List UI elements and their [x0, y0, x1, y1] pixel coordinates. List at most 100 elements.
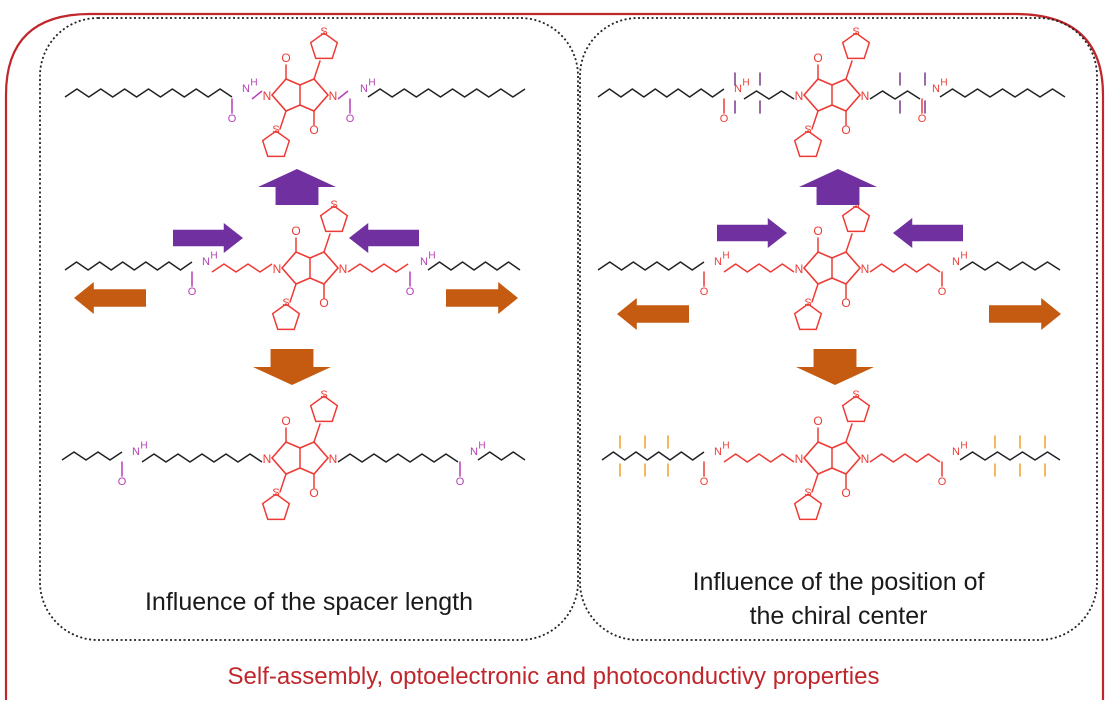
left-molecule-bottom-core-thiophene-bottom-sulfur: S — [272, 487, 279, 499]
left-molecule-bottom-core-thienyl-bond-1 — [313, 423, 321, 443]
right-molecule-bottom-tail-left-bonds — [601, 451, 705, 461]
right-molecule-bottom-spacer-right — [869, 453, 941, 463]
left-molecule-top-core-thienyl-bond-2 — [279, 110, 287, 130]
right-molecule-middle-core-rings — [802, 251, 862, 285]
right-molecule-middle-core-thiophene-bottom-ring — [793, 303, 823, 331]
right-molecule-bottom-amide-right-oxygen: O — [938, 476, 947, 488]
left-molecule-bottom-tail-left-bonds — [61, 451, 123, 461]
right-molecule-middle-spacer-left — [723, 263, 795, 273]
left-molecule-middle-core-thiophene-top: S — [319, 199, 349, 233]
right-molecule-top-core-thiophene-bottom: S — [793, 124, 823, 158]
footer-caption: Self-assembly, optoelectronic and photoc… — [227, 663, 880, 690]
left-molecule-bottom-tail-left — [61, 451, 123, 461]
right-molecule-bottom-core-oxygen-2: O — [841, 486, 850, 500]
right-molecule-top-amide-left-oxygen: O — [720, 113, 729, 125]
right-molecule-top-core-thienyl-bond-1 — [845, 60, 853, 80]
left-molecule-middle-core-thiophene-top-ring — [319, 205, 349, 233]
right-molecule-top-core-thienyl-bond-2 — [811, 110, 819, 130]
left-molecule-middle-core-rings — [280, 251, 340, 285]
left-arrow-left-inward — [349, 223, 419, 253]
right-molecule-bottom-amide-left-nitrogen: N — [714, 446, 722, 458]
left-molecule-bottom-core-nitrogen-2: N — [329, 452, 338, 466]
left-molecule-middle-spacer-right — [347, 263, 409, 273]
right-molecule-top-tail-left-bonds — [597, 88, 725, 98]
left-molecule-middle-core-nitrogen-1: N — [273, 262, 282, 276]
right-molecule-middle-spacer-left-bonds — [723, 263, 795, 273]
left-molecule-top-core-thiophene-bottom-sulfur: S — [272, 124, 279, 136]
right-molecule-middle-tail-left — [597, 261, 705, 271]
right-molecule-middle-tail-right — [959, 261, 1061, 271]
left-molecule-top-amide-left-nitrogen: N — [242, 83, 250, 95]
right-arrow-left-inward — [893, 218, 963, 248]
right-molecule-bottom-core-thiophene-bottom-ring — [793, 493, 823, 521]
outer-frame — [4, 12, 1105, 700]
right-molecule-bottom-amide-left-oxygen: O — [700, 476, 709, 488]
left-molecule-top-spacer-right — [337, 90, 349, 100]
right-molecule-middle-amide-left-nitrogen: N — [714, 256, 722, 268]
left-molecule-bottom-amide-left-oxygen: O — [118, 476, 127, 488]
left-molecule-top-core-thiophene-bottom: S — [261, 124, 291, 158]
right-molecule-middle-core-nitrogen-2: N — [861, 262, 870, 276]
left-molecule-middle-core-thiophene-bottom-sulfur: S — [282, 297, 289, 309]
left-molecule-top-core-thiophene-bottom-ring — [261, 130, 291, 158]
right-molecule-top-tail-left — [597, 88, 725, 98]
left-molecule-bottom-spacer-right — [337, 453, 459, 463]
right-molecule-top-core-oxygen-2: O — [841, 123, 850, 137]
left-molecule-bottom-core-oxygen-2: O — [309, 486, 318, 500]
right-molecule-bottom-core-rings — [802, 441, 862, 475]
right-molecule-top-core-thiophene-bottom-ring — [793, 130, 823, 158]
right-molecule-bottom-core-thienyl-bond-1 — [845, 423, 853, 443]
left-molecule-middle-amide-left-hydrogen: H — [210, 251, 217, 262]
left-molecule-bottom-amide-right-hydrogen: H — [478, 441, 485, 452]
right-molecule-bottom-core-nitrogen-2: N — [861, 452, 870, 466]
right-molecule-top-core-nitrogen-2: N — [861, 89, 870, 103]
left-molecule-top-core-rings — [270, 78, 330, 112]
right-panel-caption-line1: Influence of the position of — [692, 568, 985, 596]
left-molecule-top-spacer-left-bonds — [251, 90, 263, 100]
left-molecule-bottom-amide-right-nitrogen: N — [470, 446, 478, 458]
right-molecule-top-amide-right-oxygen: O — [918, 113, 927, 125]
left-molecule-bottom-core-thiophene-top-ring — [309, 395, 339, 423]
left-molecule-middle-amide-left-oxygen: O — [188, 286, 197, 298]
left-arrow-right-outward — [446, 282, 518, 314]
right-arrow-up — [799, 169, 877, 205]
right-molecule-bottom-spacer-left — [723, 453, 795, 463]
right-molecule-bottom-core-thienyl-bond-2 — [811, 473, 819, 493]
left-molecule-middle-spacer-left-bonds — [211, 263, 273, 273]
right-molecule-top-amide-left-hydrogen: H — [742, 78, 749, 89]
left-molecule-bottom-core-rings — [270, 441, 330, 475]
left-molecule-bottom-core-oxygen-1: O — [281, 414, 290, 428]
right-molecule-middle-core-thiophene-bottom-sulfur: S — [804, 297, 811, 309]
right-molecule-top-core-thiophene-bottom-sulfur: S — [804, 124, 811, 136]
right-molecule-top-amide-right-nitrogen: N — [932, 83, 940, 95]
right-molecule-top-core-rings — [802, 78, 862, 112]
right-molecule-bottom-amide-right-hydrogen: H — [960, 441, 967, 452]
right-molecule-top-spacer-left — [743, 90, 795, 100]
arrow-layer — [74, 169, 1061, 385]
right-molecule-top-tail-right-bonds — [939, 88, 1066, 98]
left-molecule-top-tail-right-bonds — [367, 88, 526, 98]
right-molecule-middle-tail-left-bonds — [597, 261, 705, 271]
left-molecule-bottom-amide-right-oxygen: O — [456, 476, 465, 488]
right-molecule-bottom-amide-left-hydrogen: H — [722, 441, 729, 452]
right-molecule-middle-core-oxygen-1: O — [813, 224, 822, 238]
right-arrow-right-inward — [717, 218, 787, 248]
left-molecule-middle-core-thiophene-bottom-ring — [271, 303, 301, 331]
right-molecule-top-spacer-left-bonds — [743, 90, 795, 100]
left-molecule-bottom-core-thiophene-top: S — [309, 389, 339, 423]
left-molecule-middle-core-thienyl-bond-1 — [323, 233, 331, 253]
left-molecule-top-amide-right-nitrogen: N — [360, 83, 368, 95]
left-molecule-middle-core-oxygen-1: O — [291, 224, 300, 238]
left-molecule-top-tail-left — [64, 88, 233, 98]
right-arrow-right-outward — [989, 298, 1061, 330]
